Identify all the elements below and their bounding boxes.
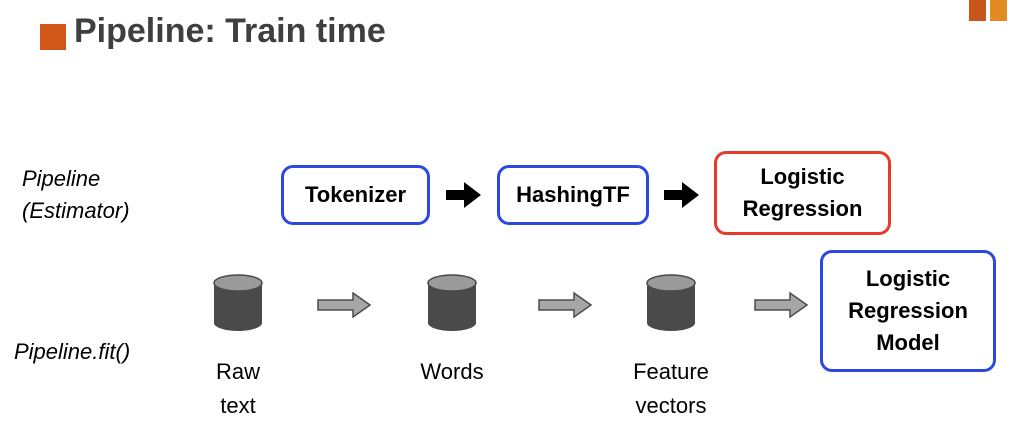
output-label: Logistic Regression Model — [848, 266, 968, 355]
stage-box-logistic-regression: Logistic Regression — [714, 151, 891, 235]
stage-box-hashingtf: HashingTF — [497, 165, 649, 225]
corner-decoration-dark — [969, 0, 986, 21]
row-label-estimator: Pipeline (Estimator) — [22, 166, 130, 223]
data-label-raw-text: Raw text — [215, 359, 260, 418]
cylinder-database-icon — [213, 274, 263, 331]
stage-label: Tokenizer — [304, 182, 407, 207]
corner-decoration-light — [990, 0, 1007, 21]
gray-outline-right-arrow-icon — [317, 292, 371, 318]
stage-label: Logistic Regression — [742, 164, 863, 221]
title-bullet-square — [40, 24, 66, 50]
stage-box-tokenizer: Tokenizer — [281, 165, 430, 225]
row-label-fit: Pipeline.fit() — [14, 339, 131, 364]
gray-outline-right-arrow-icon — [538, 292, 592, 318]
data-label-words: Words — [420, 359, 484, 384]
page-title: Pipeline: Train time — [74, 12, 386, 50]
cylinder-database-icon — [427, 274, 477, 331]
black-right-arrow-icon — [446, 182, 481, 208]
output-box-logistic-regression-model: Logistic Regression Model — [820, 250, 996, 372]
gray-outline-right-arrow-icon — [754, 292, 808, 318]
cylinder-database-icon — [646, 274, 696, 331]
stage-label: HashingTF — [516, 182, 630, 207]
black-right-arrow-icon — [664, 182, 699, 208]
data-label-feature-vectors: Feature vectors — [633, 359, 709, 418]
